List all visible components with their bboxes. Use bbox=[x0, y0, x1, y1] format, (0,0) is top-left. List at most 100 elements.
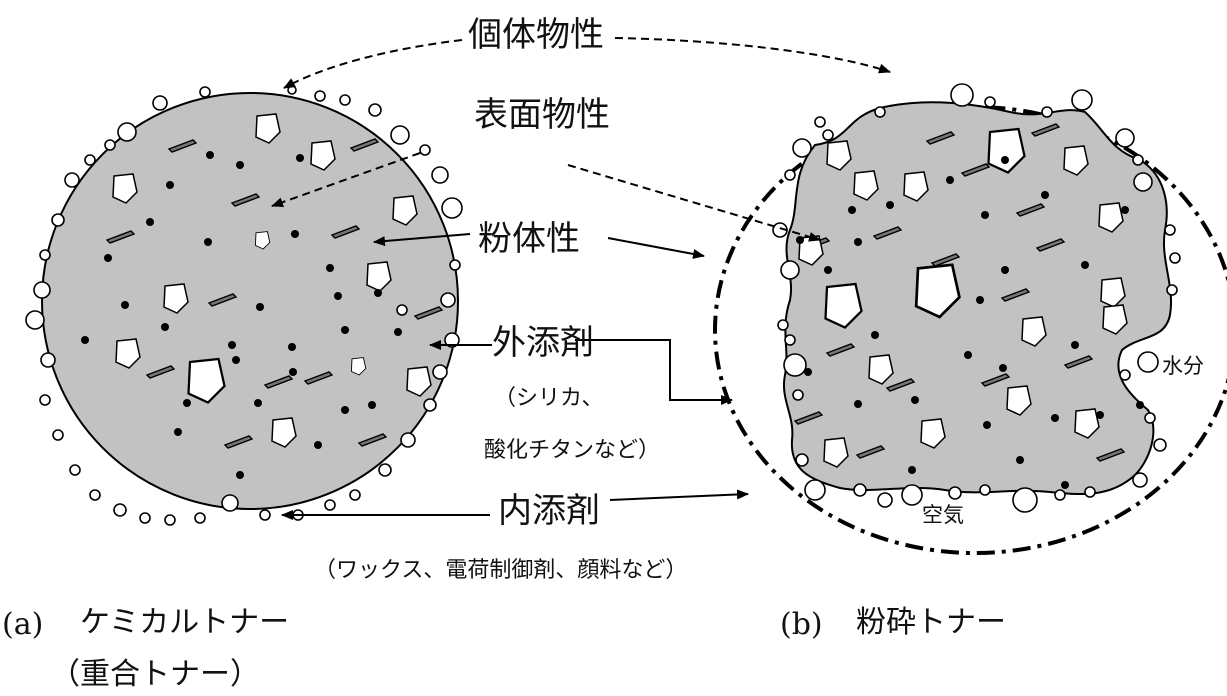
surface-bubble bbox=[1071, 89, 1093, 111]
surface-bubble bbox=[164, 514, 176, 526]
surface-bubble bbox=[804, 479, 826, 501]
surface-bubble bbox=[423, 398, 437, 412]
surface-bubble bbox=[368, 103, 382, 117]
pigment-particle bbox=[925, 131, 956, 145]
label-water: 水分 bbox=[1162, 354, 1204, 378]
wax-crystal bbox=[914, 263, 961, 319]
surface-bubble bbox=[69, 464, 81, 476]
surface-bubble bbox=[795, 453, 809, 467]
surface-bubble bbox=[194, 512, 206, 524]
surface-bubble bbox=[950, 83, 974, 107]
charge-control-dot bbox=[1081, 261, 1089, 269]
surface-bubble bbox=[25, 310, 45, 330]
label-air: 空気 bbox=[922, 503, 964, 527]
charge-control-dot bbox=[1121, 206, 1129, 214]
caption-a-subtitle: （重合トナー） bbox=[50, 657, 260, 692]
label-internal-examples: （ワックス、電荷制御剤、顔料など） bbox=[314, 558, 688, 583]
surface-bubble bbox=[432, 364, 448, 380]
charge-control-dot bbox=[1136, 401, 1144, 409]
wax-crystal bbox=[1021, 316, 1047, 347]
pigment-particle bbox=[145, 365, 176, 379]
wax-crystal bbox=[1098, 202, 1124, 233]
surface-bubble bbox=[792, 389, 804, 401]
caption-a-marker: (a) bbox=[2, 607, 44, 642]
charge-control-dot bbox=[341, 326, 349, 334]
charge-control-dot bbox=[886, 201, 894, 209]
surface-arrow-right bbox=[567, 164, 821, 242]
pigment-particle bbox=[1035, 238, 1066, 252]
surface-bubble bbox=[113, 503, 127, 517]
surface-bubble bbox=[1169, 252, 1181, 264]
wax-crystal bbox=[254, 231, 271, 250]
label-surface-properties: 表面物性 bbox=[474, 95, 610, 135]
surface-bubble bbox=[259, 509, 271, 521]
surface-bubble bbox=[1041, 106, 1053, 118]
surface-bubble bbox=[396, 304, 408, 316]
surface-bubble bbox=[822, 129, 834, 141]
powder-arrow-left bbox=[373, 233, 471, 247]
pigment-particle bbox=[1015, 203, 1046, 217]
charge-control-dot bbox=[848, 206, 856, 214]
surface-bubble bbox=[777, 319, 789, 331]
surface-bubble bbox=[984, 96, 996, 108]
wax-crystal bbox=[350, 357, 367, 376]
label-internal-additive: 内添剤 bbox=[498, 491, 600, 531]
surface-bubble bbox=[287, 85, 297, 95]
pigment-particle bbox=[349, 138, 380, 152]
surface-bubble bbox=[1144, 412, 1156, 424]
charge-control-dot bbox=[804, 368, 812, 376]
pigment-particle bbox=[330, 225, 361, 239]
surface-bubble bbox=[979, 484, 991, 496]
charge-control-dot bbox=[1041, 191, 1049, 199]
label-external-additive: 外添剤 bbox=[492, 323, 594, 363]
surface-bubble bbox=[33, 281, 51, 299]
surface-bubble bbox=[139, 512, 151, 524]
surface-bubble bbox=[1133, 172, 1153, 192]
individual-arrow-left bbox=[283, 39, 463, 89]
wax-crystal bbox=[987, 127, 1026, 174]
label-external-examples-1: （シリカ、 bbox=[494, 386, 604, 411]
surface-bubble bbox=[40, 352, 56, 368]
surface-bubble bbox=[51, 213, 65, 227]
surface-bubble bbox=[1084, 486, 1096, 498]
surface-bubble bbox=[221, 494, 239, 512]
surface-bubble bbox=[104, 139, 116, 151]
wax-crystal bbox=[406, 366, 432, 397]
charge-control-dot bbox=[296, 154, 304, 162]
caption-a-title: ケミカルトナー bbox=[80, 605, 290, 640]
caption-b-marker: (b) bbox=[780, 607, 823, 642]
wax-crystal bbox=[903, 171, 929, 202]
surface-bubble bbox=[1137, 351, 1159, 373]
surface-bubble bbox=[1132, 472, 1148, 488]
label-powder-properties: 粉体性 bbox=[478, 219, 580, 259]
wax-crystal bbox=[1102, 304, 1128, 335]
charge-control-dot bbox=[254, 399, 262, 407]
external-arrow-right bbox=[575, 339, 733, 405]
surface-bubble bbox=[390, 125, 410, 145]
charge-control-dot bbox=[291, 230, 299, 238]
wax-crystal bbox=[1074, 408, 1100, 439]
surface-bubble bbox=[117, 122, 137, 142]
charge-control-dot bbox=[368, 401, 376, 409]
charge-control-dot bbox=[871, 331, 879, 339]
surface-bubble bbox=[877, 492, 893, 508]
surface-bubble bbox=[199, 86, 211, 98]
charge-control-dot bbox=[206, 151, 214, 159]
wax-crystal bbox=[1006, 385, 1032, 416]
wax-crystal bbox=[366, 261, 392, 292]
label-individual-properties: 個体物性 bbox=[464, 18, 608, 52]
surface-bubble bbox=[1166, 284, 1178, 296]
surface-bubble bbox=[1132, 154, 1144, 166]
surface-bubble bbox=[378, 463, 392, 477]
pigment-particle bbox=[1095, 448, 1126, 462]
charge-control-dot bbox=[1096, 411, 1104, 419]
wax-crystal bbox=[163, 283, 189, 314]
charge-control-dot bbox=[394, 328, 402, 336]
pigment-particle bbox=[1063, 355, 1094, 369]
charge-control-dot bbox=[854, 400, 862, 408]
charge-control-dot bbox=[314, 441, 322, 449]
label-external-examples-2: 酸化チタンなど） bbox=[484, 438, 661, 463]
surface-bubble bbox=[784, 169, 796, 181]
charge-control-dot bbox=[166, 181, 174, 189]
